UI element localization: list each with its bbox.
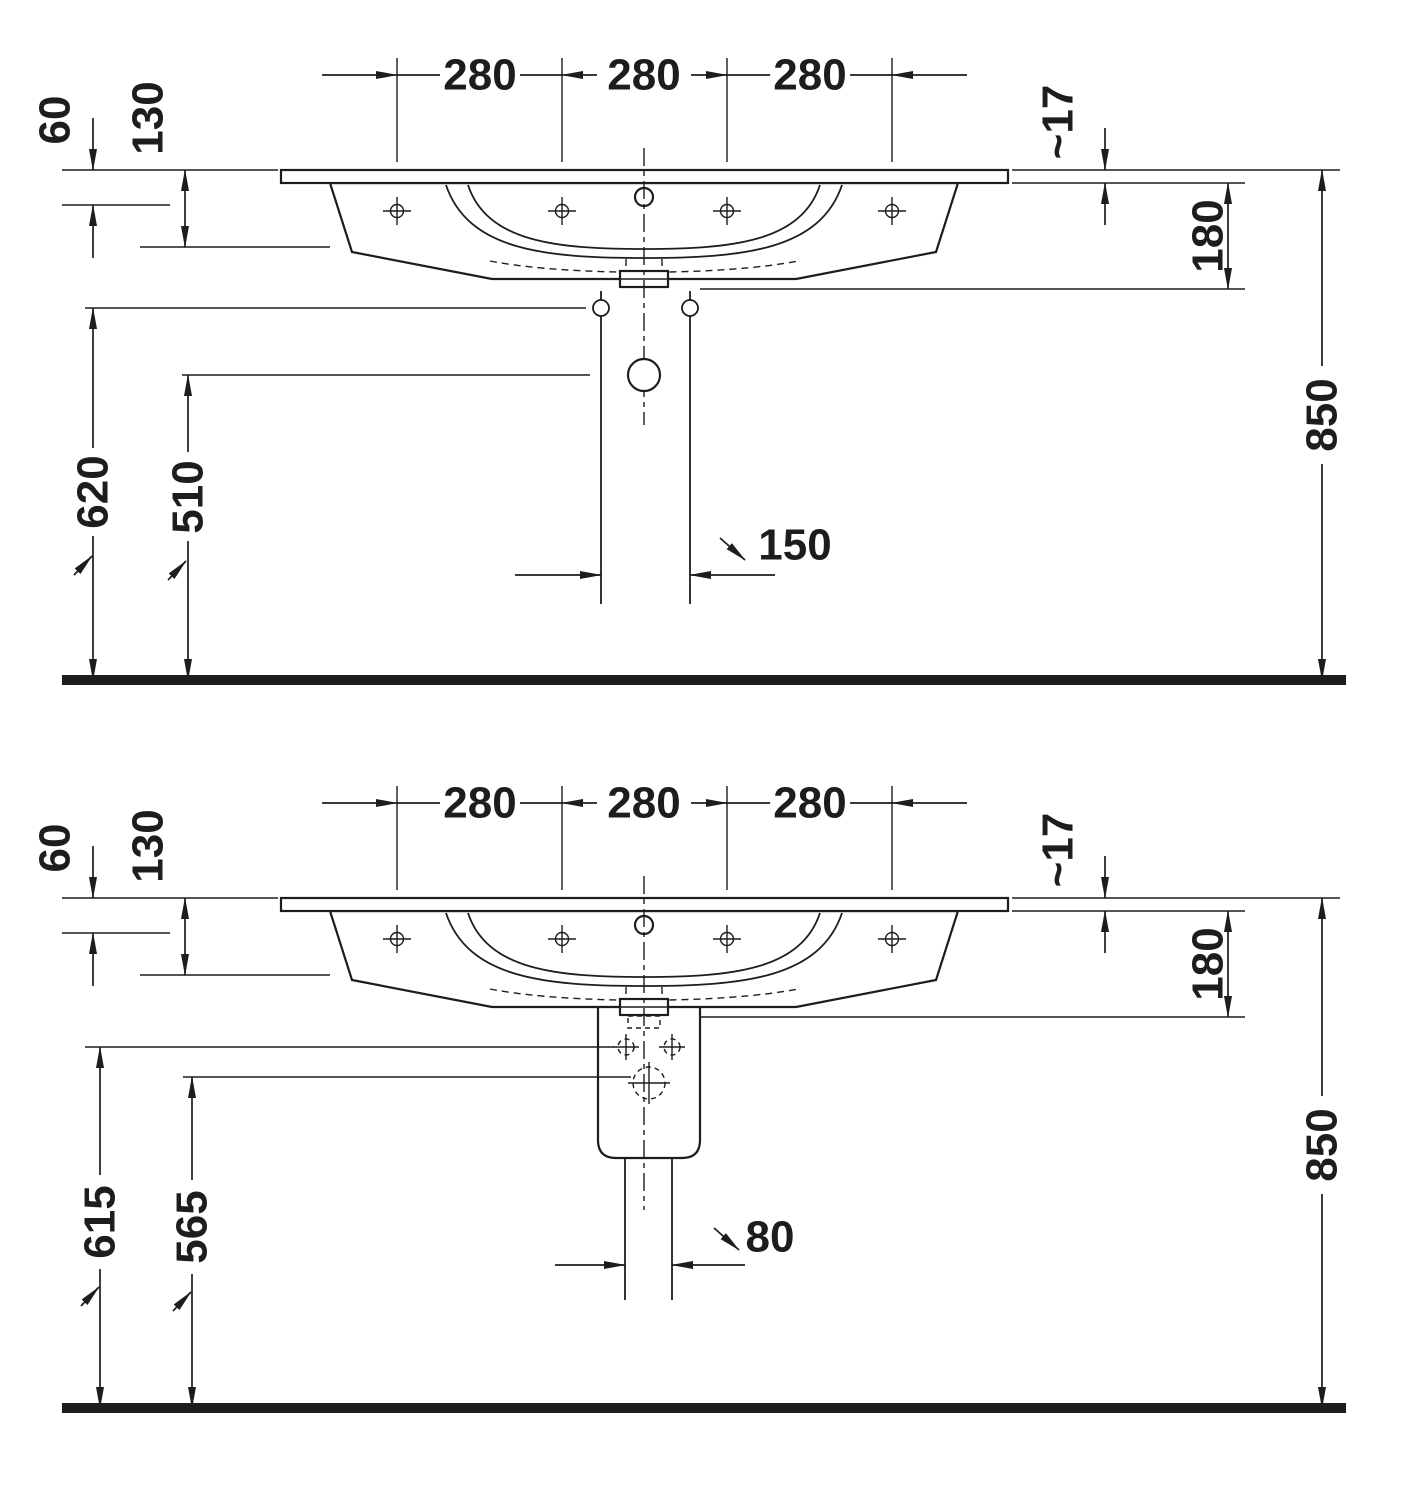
dim-label-130: 130 bbox=[124, 809, 173, 882]
dim-label-280-2: 280 bbox=[607, 779, 680, 828]
dim-label-620: 620 bbox=[69, 455, 118, 528]
dim-label-280-1: 280 bbox=[443, 779, 516, 828]
dim-label-60: 60 bbox=[31, 824, 80, 873]
dim-label-130: 130 bbox=[124, 81, 173, 154]
dim-label-850: 850 bbox=[1298, 378, 1347, 451]
leader-arrow bbox=[73, 555, 93, 576]
dim-label-180: 180 bbox=[1184, 199, 1233, 272]
dim-label-280-2: 280 bbox=[607, 51, 680, 100]
dim-label-510: 510 bbox=[164, 460, 213, 533]
fixing-hole-left bbox=[592, 299, 610, 317]
drain-hidden-rect bbox=[627, 1015, 661, 1029]
dim-label-150: 150 bbox=[758, 521, 831, 570]
dim-label-565: 565 bbox=[168, 1190, 217, 1263]
dim-label-850: 850 bbox=[1298, 1108, 1347, 1181]
extension-lines bbox=[62, 58, 1340, 376]
dim-label-60: 60 bbox=[31, 96, 80, 145]
bottom-view: 280 280 280 60 130 615 565 ~17 180 850 8… bbox=[31, 779, 1347, 1413]
hidden-hole-crosses bbox=[613, 1034, 685, 1060]
leader-arrow bbox=[80, 1286, 100, 1307]
top-view: 280 280 280 60 130 620 510 ~17 180 850 1… bbox=[31, 51, 1347, 685]
leader-arrow bbox=[713, 1227, 740, 1251]
dim-label-17: ~17 bbox=[1034, 813, 1083, 888]
leader-arrow bbox=[167, 560, 187, 581]
dim-label-615: 615 bbox=[76, 1185, 125, 1258]
hidden-drain-cross bbox=[628, 1062, 670, 1104]
dim-label-80: 80 bbox=[746, 1213, 795, 1262]
drain-outlet bbox=[626, 357, 662, 393]
dim-label-280-1: 280 bbox=[443, 51, 516, 100]
waste-pipe-lines bbox=[624, 1158, 673, 1300]
extension-lines bbox=[62, 786, 1340, 1078]
siphon-cover bbox=[596, 1007, 702, 1160]
dim-label-280-3: 280 bbox=[773, 779, 846, 828]
dim-label-280-3: 280 bbox=[773, 51, 846, 100]
dim-label-180: 180 bbox=[1184, 927, 1233, 1000]
leader-arrow bbox=[172, 1291, 192, 1312]
leader-arrow bbox=[719, 537, 746, 561]
supply-lines bbox=[600, 291, 691, 604]
dim-label-17: ~17 bbox=[1034, 85, 1083, 160]
fixing-hole-right bbox=[681, 299, 699, 317]
